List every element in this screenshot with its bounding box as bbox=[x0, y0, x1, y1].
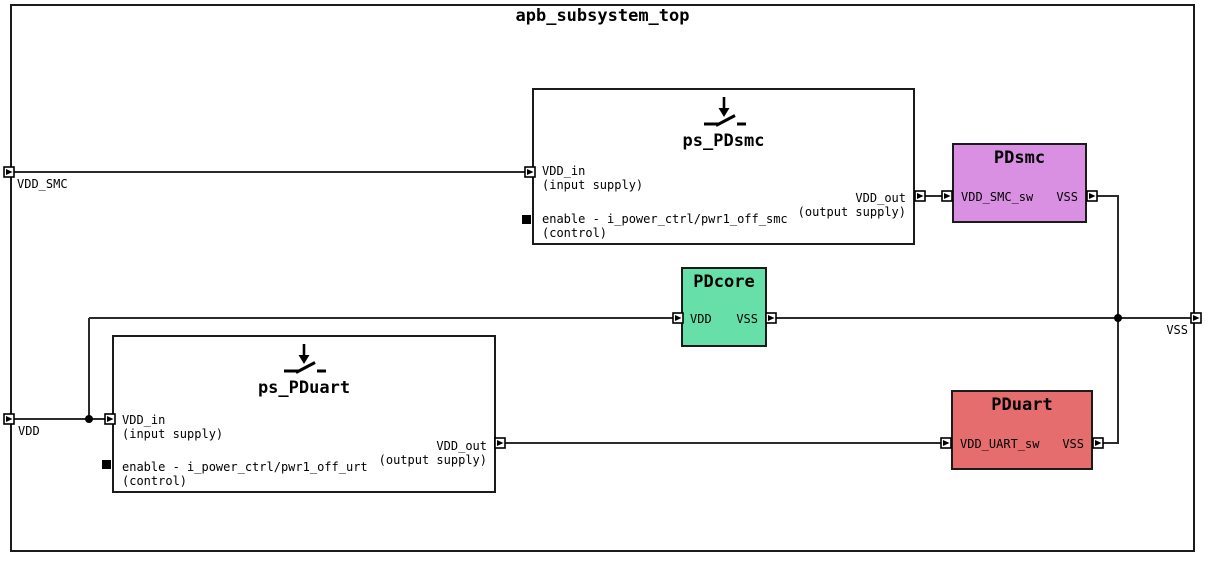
wire-vdd[interactable] bbox=[10, 418, 112, 420]
pin-kind-control: (control) bbox=[542, 226, 608, 240]
net-label-vdd: VDD bbox=[18, 424, 40, 438]
block-title: PDcore bbox=[693, 272, 755, 292]
pin-pdcore-vdd[interactable] bbox=[672, 312, 684, 324]
pin-pduart-vdd-uart-sw[interactable] bbox=[940, 437, 952, 449]
pin-label-vss: VSS bbox=[736, 312, 758, 326]
block-title: PDuart bbox=[991, 395, 1053, 415]
pin-label-vdd-in: VDD_in bbox=[122, 413, 166, 427]
pin-kind-output-supply: (output supply) bbox=[797, 205, 906, 219]
pin-ps-pdsmc-vdd-out[interactable] bbox=[914, 190, 926, 202]
pin-label-vdd-smc-sw: VDD_SMC_sw bbox=[961, 190, 1034, 204]
block-ps-pdsmc[interactable]: ps_PDsmc VDD_in (input supply) enable - … bbox=[532, 88, 915, 245]
pin-label-vss: VSS bbox=[1062, 437, 1084, 451]
wire-vdd-to-pdcore[interactable] bbox=[89, 317, 681, 319]
block-pduart[interactable]: PDuart VDD_UART_sw VSS bbox=[951, 390, 1093, 470]
pin-pdsmc-vdd-smc-sw[interactable] bbox=[941, 190, 953, 202]
boundary-port-vdd[interactable] bbox=[3, 413, 15, 425]
pin-label-vdd-out: VDD_out bbox=[436, 439, 487, 453]
wire-pdcore-vss[interactable] bbox=[767, 317, 1196, 319]
power-switch-icon bbox=[703, 97, 746, 127]
pin-label-enable: enable - i_power_ctrl/pwr1_off_urt bbox=[122, 460, 368, 474]
pin-label-vdd-in: VDD_in bbox=[542, 164, 586, 178]
pin-kind-output-supply: (output supply) bbox=[378, 453, 487, 467]
pin-label-vdd: VDD bbox=[690, 312, 712, 326]
wire-vdd-vertical[interactable] bbox=[88, 318, 90, 420]
block-title: ps_PDsmc bbox=[682, 131, 765, 151]
pin-label-vdd-out: VDD_out bbox=[855, 191, 906, 205]
boundary-port-vss[interactable] bbox=[1190, 312, 1202, 324]
pin-label-vss: VSS bbox=[1056, 190, 1078, 204]
pin-ps-pdsmc-enable[interactable] bbox=[522, 215, 531, 224]
net-label-vdd-smc: VDD_SMC bbox=[17, 177, 68, 191]
wire-psuart-out[interactable] bbox=[496, 442, 952, 444]
pin-ps-pdsmc-vdd-in[interactable] bbox=[524, 166, 536, 178]
pin-ps-pduart-vdd-out[interactable] bbox=[494, 437, 506, 449]
pin-pdsmc-vss[interactable] bbox=[1086, 190, 1098, 202]
pin-ps-pduart-vdd-in[interactable] bbox=[104, 413, 116, 425]
pin-kind-control: (control) bbox=[122, 474, 188, 488]
pin-kind-input-supply: (input supply) bbox=[122, 427, 224, 441]
wire-pssmc-out[interactable] bbox=[915, 195, 952, 197]
wire-pdsmc-vss[interactable] bbox=[1087, 195, 1119, 197]
pin-kind-input-supply: (input supply) bbox=[542, 178, 644, 192]
junction-vdd bbox=[85, 415, 93, 423]
block-pdcore[interactable]: PDcore VDD VSS bbox=[681, 267, 767, 347]
block-title: PDsmc bbox=[993, 148, 1046, 168]
block-title: ps_PDuart bbox=[257, 378, 351, 398]
block-ps-pduart[interactable]: ps_PDuart VDD_in (input supply) enable -… bbox=[112, 335, 496, 493]
block-pdsmc[interactable]: PDsmc VDD_SMC_sw VSS bbox=[952, 143, 1087, 223]
junction-vss bbox=[1114, 314, 1122, 322]
pin-pduart-vss[interactable] bbox=[1092, 437, 1104, 449]
boundary-port-vdd-smc[interactable] bbox=[3, 166, 15, 178]
pin-ps-pduart-enable[interactable] bbox=[102, 460, 111, 469]
pin-label-vdd-uart-sw: VDD_UART_sw bbox=[960, 437, 1040, 451]
module-title: apb_subsystem_top bbox=[515, 6, 690, 26]
power-switch-icon bbox=[284, 344, 326, 374]
wire-vdd-smc[interactable] bbox=[10, 171, 532, 173]
wire-pduart-vss[interactable] bbox=[1093, 442, 1119, 444]
net-label-vss: VSS bbox=[1166, 323, 1188, 337]
pin-label-enable: enable - i_power_ctrl/pwr1_off_smc bbox=[542, 212, 788, 226]
pin-pdcore-vss[interactable] bbox=[765, 312, 777, 324]
